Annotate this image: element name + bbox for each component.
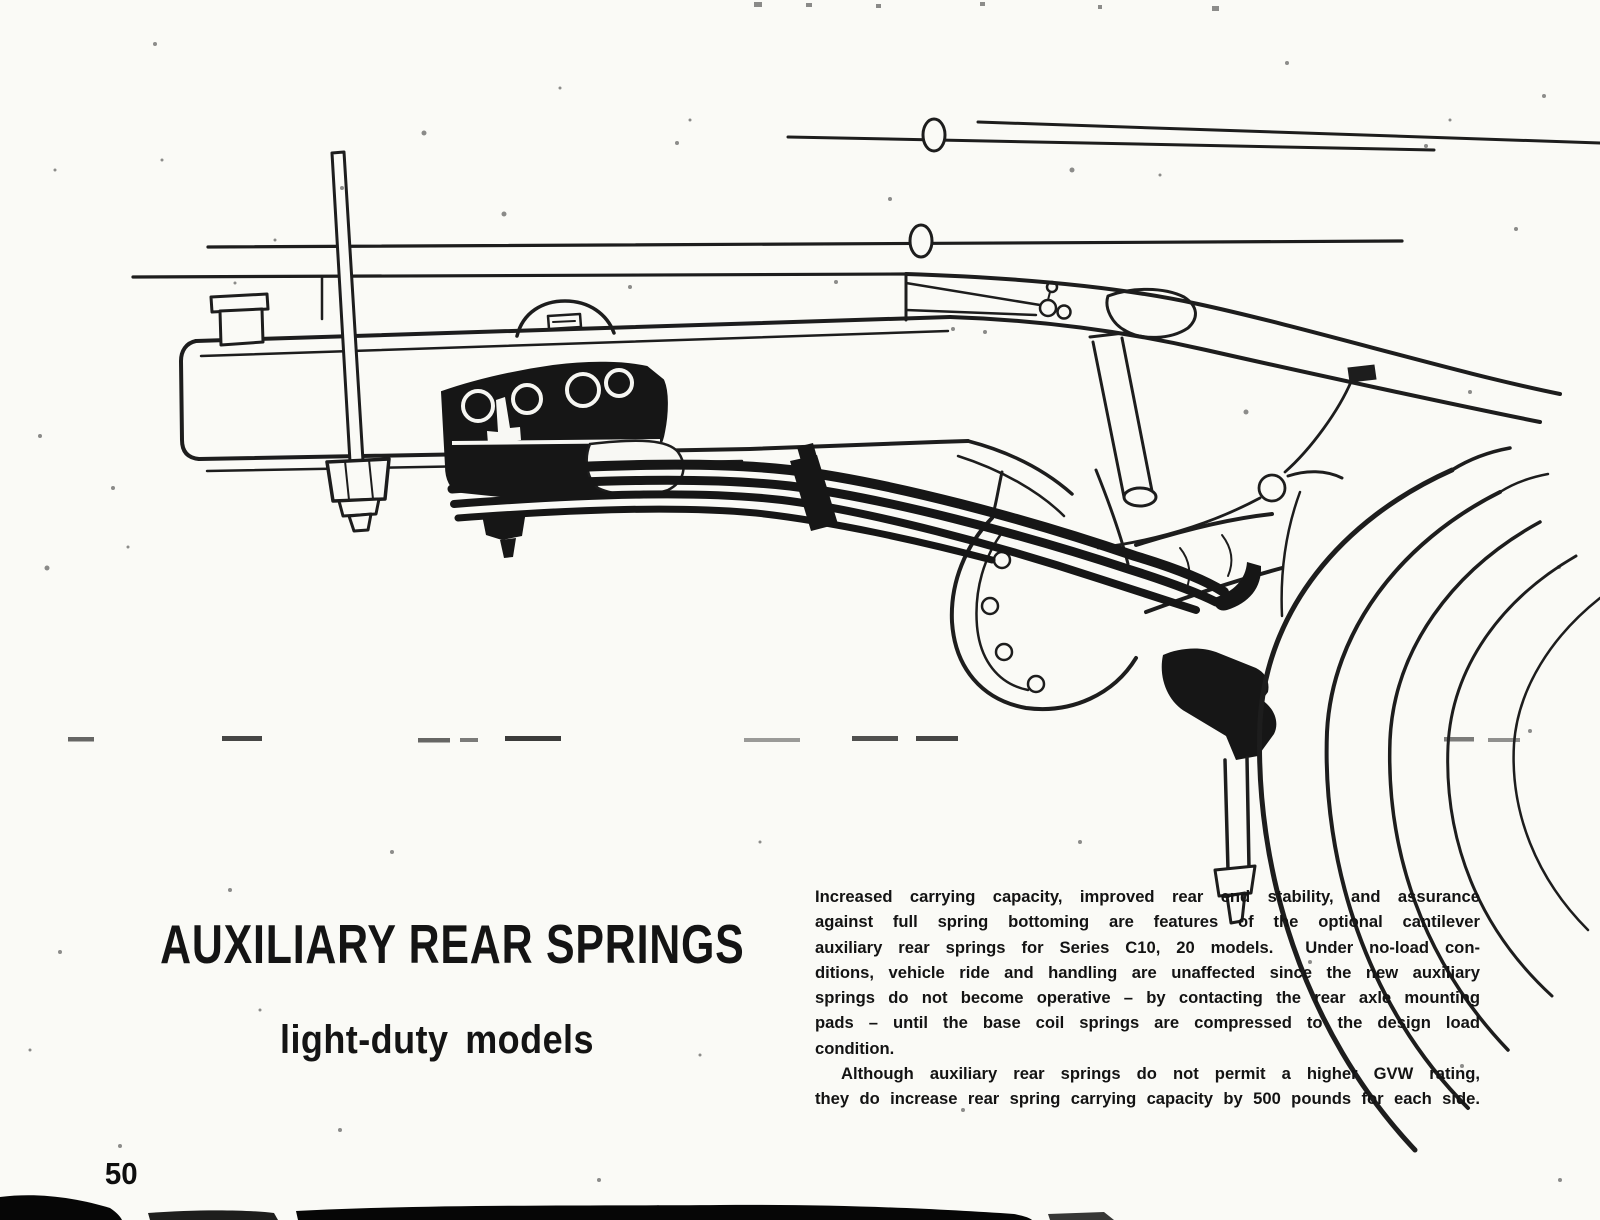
page-title: AUXILIARY REAR SPRINGS [160,913,745,975]
body-line: pads – until the base coil springs are c… [815,1013,1480,1033]
scan-artifact-bottom-edge [0,1195,1114,1220]
page-subtitle: light-duty models [280,1017,594,1062]
auxiliary-leaf-spring [447,443,1262,614]
body-line: ditions, vehicle ride and handling are u… [815,962,1480,982]
body-line: condition. [815,1038,895,1058]
body-line: Increased carrying capacity, improved re… [815,887,1480,906]
body-line: against full spring bottoming are featur… [815,912,1480,932]
brake-hose [1096,364,1377,550]
body-line: springs do not become operative – by con… [815,988,1480,1008]
scan-artifact-dashes [68,736,1520,743]
page-number: 50 [104,1156,138,1191]
body-line: auxiliary rear springs for Series C10, 2… [815,937,1480,957]
body-line: Although auxiliary rear springs do not p… [841,1064,1480,1084]
brake-drum [1257,446,1600,1153]
shock-absorber [1088,331,1158,508]
title-block: AUXILIARY REAR SPRINGS light-duty models [82,913,792,1062]
body-line: they do increase rear spring carrying ca… [815,1089,1480,1109]
frame-rail [179,280,1197,518]
frame-top-lines [131,117,1600,424]
shock-rod [325,150,391,533]
scan-noise [28,2,1562,1182]
body-copy: Increased carrying capacity, improved re… [815,884,1480,1112]
axle-mounting-pad [1161,648,1277,925]
